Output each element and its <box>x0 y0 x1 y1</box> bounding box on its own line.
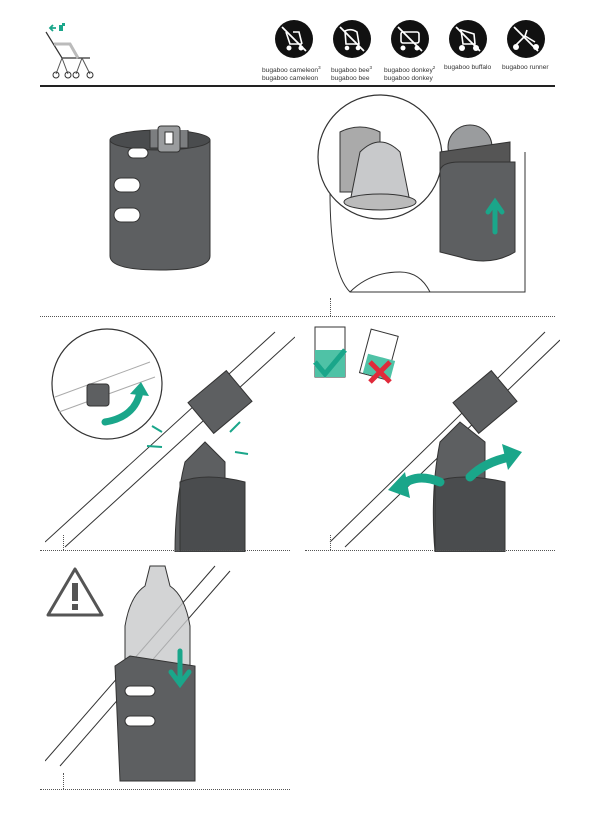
no-donkey-icon <box>389 18 431 60</box>
step-5-bottle-illustration <box>45 556 285 786</box>
model-label-buffalo: bugaboo buffalo <box>444 64 491 72</box>
no-runner-icon <box>505 18 547 60</box>
step-4-marker <box>330 535 331 550</box>
no-cameleon-icon <box>273 18 315 60</box>
step-3-marker <box>63 535 64 550</box>
step-1-marker <box>330 298 331 316</box>
separator-row-3 <box>40 789 290 790</box>
stroller-attach-icon <box>40 20 100 82</box>
model-label-bee: bugaboo bee3 bugaboo bee <box>331 64 372 83</box>
step-4-tilt-illustration <box>310 322 560 552</box>
header-rule <box>40 85 555 87</box>
no-buffalo-icon <box>447 18 489 60</box>
separator-row-2-right <box>305 550 555 551</box>
separator-row-2-left <box>40 550 290 551</box>
step-1-cup-holder-illustration <box>100 118 220 278</box>
model-label-donkey: bugaboo donkey2 bugaboo donkey <box>384 64 435 83</box>
model-label-runner: bugaboo runner <box>502 64 549 72</box>
no-bee-icon <box>331 18 373 60</box>
step-5-marker <box>63 773 64 789</box>
separator-row-1 <box>40 316 555 317</box>
model-label-cameleon: bugaboo cameleon3 bugaboo cameleon <box>262 64 321 83</box>
step-3-rotate-illustration <box>45 322 295 552</box>
step-2-attach-illustration <box>310 92 560 312</box>
